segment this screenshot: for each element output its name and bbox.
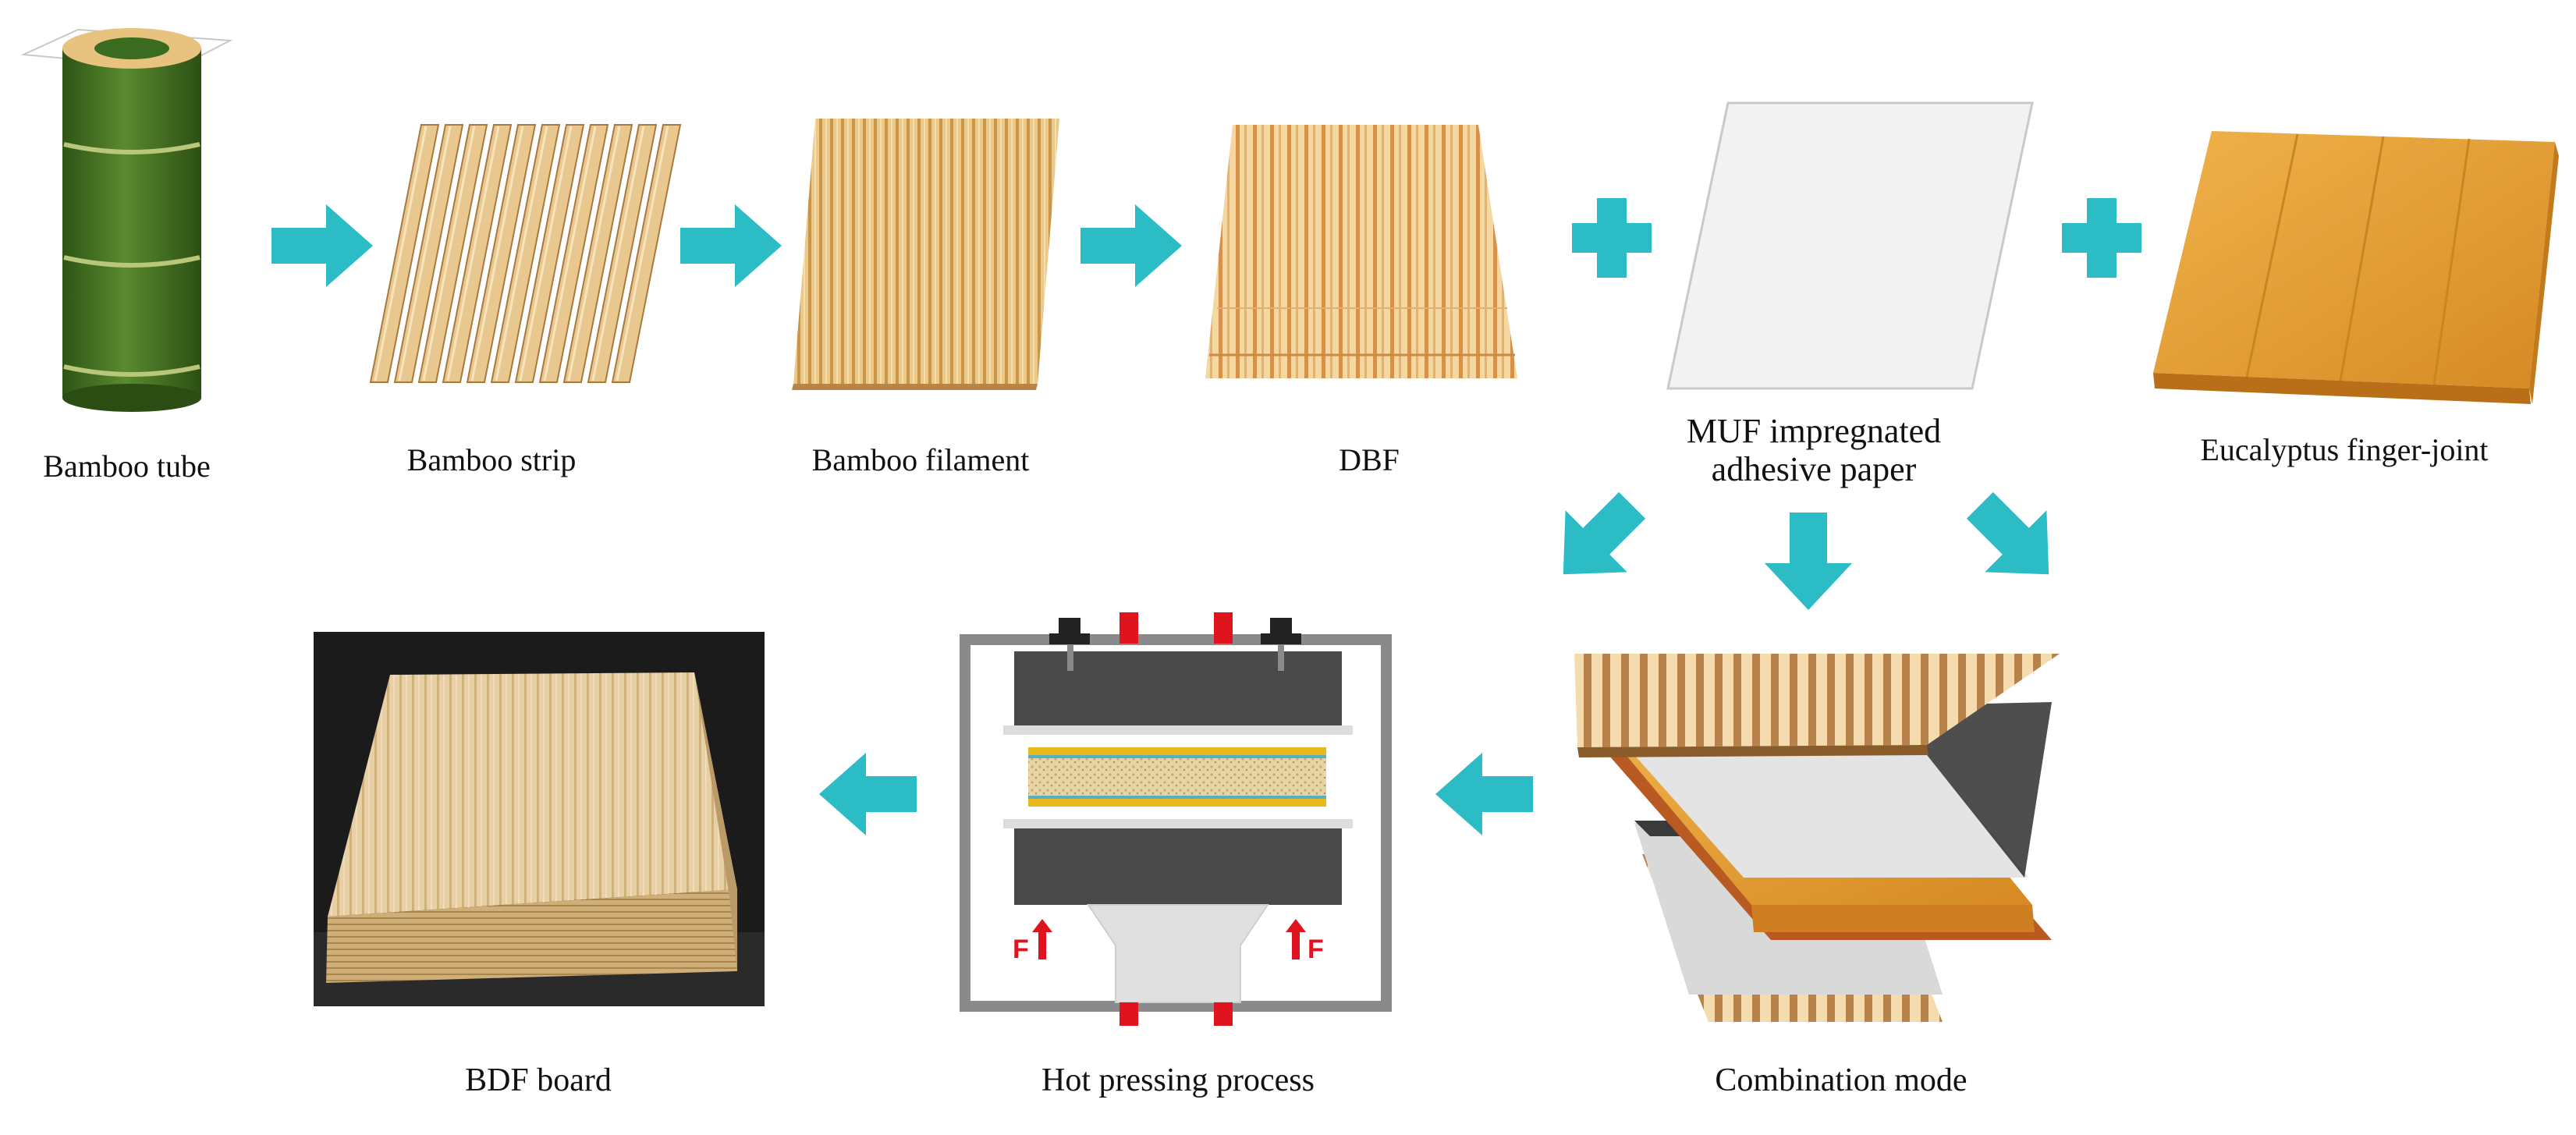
combination-image <box>1574 654 2060 1022</box>
label-eucalyptus: Eucalyptus finger-joint <box>2200 432 2489 467</box>
bamboo-strip-highlight <box>567 126 621 381</box>
label-muf-paper: MUF impregnated adhesive paper <box>1686 412 1942 489</box>
bamboo-strip-highlight <box>495 126 548 381</box>
hot-press-image: F F <box>960 612 1392 1026</box>
bamboo-strip-highlight <box>470 126 524 381</box>
label-dbf: DBF <box>1339 442 1400 477</box>
dbf-image <box>1205 125 1517 378</box>
arrow-dbf-to-combination <box>1563 491 1646 575</box>
force-arrow-right <box>1286 919 1306 959</box>
arrow-strip-to-filament <box>680 204 782 287</box>
bamboo-strip-highlight <box>398 126 452 381</box>
bamboo-strip-highlight <box>543 126 597 381</box>
arrow-filament-to-dbf <box>1080 204 1182 287</box>
bamboo-strip-image <box>355 124 682 383</box>
arrow-press-to-board <box>819 753 917 835</box>
label-bamboo-strip: Bamboo strip <box>406 442 577 477</box>
muf-paper-image <box>1666 101 2034 390</box>
bamboo-tube-image <box>20 28 233 412</box>
bdf-board-image <box>314 632 765 1006</box>
label-bamboo-filament: Bamboo filament <box>811 442 1030 477</box>
plus-icon-2 <box>2062 198 2141 278</box>
arrow-eucalyptus-to-combination <box>1966 491 2049 575</box>
bamboo-strip-highlight <box>591 126 645 381</box>
bamboo-strip-highlight <box>422 126 476 381</box>
bamboo-strip-highlight <box>446 126 500 381</box>
force-label-right: F <box>1308 935 1324 964</box>
label-bamboo-tube: Bamboo tube <box>43 449 211 484</box>
arrow-combination-to-press <box>1435 753 1533 835</box>
bamboo-strip-highlight <box>616 126 669 381</box>
label-bdf-board: BDF board <box>465 1062 612 1098</box>
bamboo-strip-highlight <box>519 126 573 381</box>
bamboo-filament-image <box>792 119 1059 390</box>
force-label-left: F <box>1013 935 1029 964</box>
label-hot-pressing: Hot pressing process <box>1041 1062 1315 1098</box>
arrow-paper-to-combination <box>1765 513 1852 610</box>
arrow-tube-to-strip <box>271 204 373 287</box>
eucalyptus-image <box>2153 131 2559 404</box>
bamboo-strip-highlight <box>374 126 428 381</box>
label-combination: Combination mode <box>1715 1062 1967 1098</box>
force-arrow-left <box>1032 919 1052 959</box>
plus-icon-1 <box>1572 198 1652 278</box>
